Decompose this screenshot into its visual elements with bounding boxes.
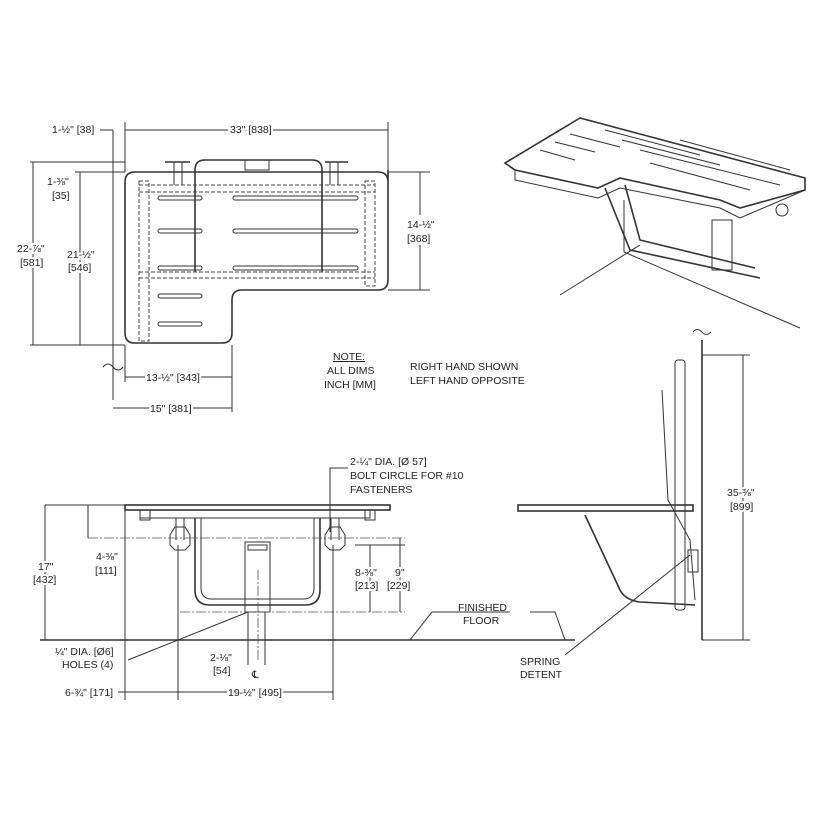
dim-total-in: 9" — [395, 567, 405, 579]
plan-view: 1-½" [38] 33" [838] 1-⅜" [35] 22-⅞" [581… — [15, 122, 435, 417]
note-title: NOTE: — [333, 351, 365, 363]
dim-overall-depth-mm: [581] — [20, 257, 43, 269]
dim-back-depth-in: 14-½" — [407, 219, 435, 231]
bolt-line2: BOLT CIRCLE FOR #10 — [350, 470, 464, 482]
hand-line2: LEFT HAND OPPOSITE — [410, 375, 525, 387]
seat-outline-plan — [124, 169, 389, 344]
seat-slots-plan — [157, 195, 359, 327]
bolt-line1: 2-¼" DIA. [Ø 57] — [350, 456, 427, 468]
spring-line1: SPRING — [520, 656, 560, 668]
hand-line1: RIGHT HAND SHOWN — [410, 361, 518, 373]
centerline-symbol: ℄ — [251, 669, 259, 681]
dim-back-depth-mm: [368] — [407, 233, 430, 245]
spring-line2: DETENT — [520, 669, 563, 681]
dim-total-mm: [229] — [387, 580, 410, 592]
dim-height-mm: [432] — [33, 574, 56, 586]
dim-width: 33" [838] — [230, 124, 272, 136]
dim-left: 6-¾" [171] — [65, 687, 113, 699]
left-mount-flange — [169, 526, 191, 551]
dim-mid-in: 8-⅜" — [355, 567, 377, 579]
dim-leg-width: 13-½" [343] — [146, 372, 200, 384]
support-bar-plan — [194, 159, 323, 272]
holes-line1: ¼" DIA. [Ø6] — [55, 646, 114, 658]
dim-depth-mm: [546] — [68, 262, 91, 274]
dim-depth-in: 21-½" — [67, 249, 95, 261]
dim-leg-overall: 15" [381] — [150, 403, 192, 415]
dim-offset: 1-½" [38] — [52, 124, 94, 136]
side-dim-height-in: 35-⅜" — [727, 487, 755, 499]
dim-bracket-mm: [54] — [213, 665, 231, 677]
front-view: 2-¼" DIA. [Ø 57] BOLT CIRCLE FOR #10 FAS… — [31, 456, 575, 701]
dim-mid-mm: [213] — [355, 580, 378, 592]
dim-bracket-in: 2-⅛" — [210, 652, 232, 664]
dim-span: 19-½" [495] — [228, 687, 282, 699]
holes-line2: HOLES (4) — [62, 659, 113, 671]
dim-setback-in: 1-⅜" — [47, 176, 69, 188]
side-dim-height-mm: [899] — [730, 501, 753, 513]
notes: NOTE: ALL DIMS INCH [MM] RIGHT HAND SHOW… — [324, 351, 525, 391]
note-line1: ALL DIMS — [327, 365, 374, 377]
dim-upper-in: 4-⅜" — [96, 551, 118, 563]
dim-upper-mm: [111] — [95, 565, 117, 577]
side-view: FINISHED FLOOR SPRING DETENT 35-⅜" [899] — [409, 329, 757, 681]
floor-line2: FLOOR — [463, 615, 500, 627]
dim-setback-mm: [35] — [52, 190, 70, 202]
isometric-view — [503, 117, 806, 329]
dim-overall-depth-in: 22-⅞" — [17, 243, 45, 255]
bolt-line3: FASTENERS — [350, 484, 412, 496]
dim-height-in: 17" — [38, 561, 54, 573]
right-mount-flange — [324, 526, 346, 551]
note-line2: INCH [MM] — [324, 379, 376, 391]
floor-line1: FINISHED — [458, 602, 507, 614]
